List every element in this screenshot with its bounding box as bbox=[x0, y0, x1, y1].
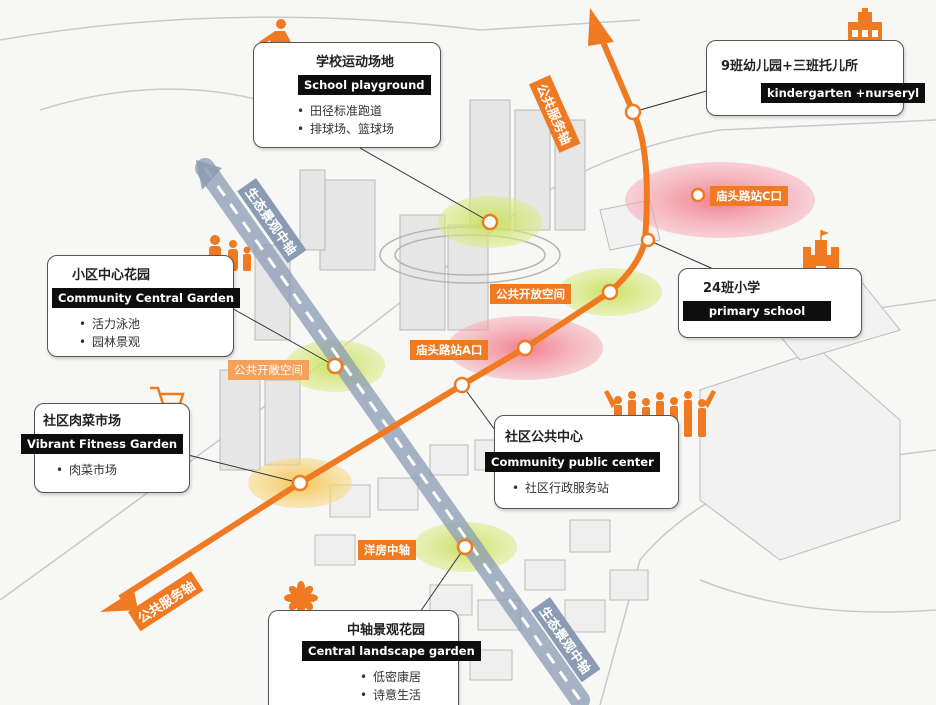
public-center-title: 社区公共中心 bbox=[505, 430, 584, 445]
list-item: 肉菜市场 bbox=[56, 461, 117, 479]
primary-school-title: 24班小学 bbox=[703, 281, 761, 296]
flower-icon bbox=[284, 581, 318, 615]
list-item: 低密康居 bbox=[360, 668, 421, 686]
callout-kindergarten: 9班幼儿园+三班托儿所 kindergarten +nurseryl bbox=[706, 40, 926, 116]
open-space-alt-label: 公共开敞空间 bbox=[228, 360, 309, 380]
school-playground-title: 学校运动场地 bbox=[316, 55, 395, 70]
station-a-label: 庙头路站A口 bbox=[410, 340, 489, 360]
list-item: 园林景观 bbox=[79, 333, 140, 351]
kindergarten-title: 9班幼儿园+三班托儿所 bbox=[721, 59, 858, 74]
callout-community-garden: 小区中心花园 Community Central Garden 活力泳池 园林景… bbox=[47, 255, 241, 357]
public-center-tag: Community public center bbox=[485, 452, 660, 472]
list-item: 社区行政服务站 bbox=[512, 479, 609, 497]
market-tag: Vibrant Fitness Garden bbox=[21, 434, 184, 454]
market-title: 社区肉菜市场 bbox=[43, 414, 122, 429]
callout-primary-school: 24班小学 primary school bbox=[678, 268, 862, 338]
callout-public-center: 社区公共中心 Community public center 社区行政服务站 bbox=[485, 415, 679, 509]
landscape-garden-tag: Central landscape garden bbox=[302, 641, 481, 661]
primary-school-tag: primary school bbox=[683, 301, 831, 321]
list-item: 排球场、篮球场 bbox=[297, 120, 394, 138]
list-item: 诗意生活 bbox=[360, 686, 421, 704]
central-axis-label: 洋房中轴 bbox=[358, 540, 416, 560]
list-item: 田径标准跑道 bbox=[297, 102, 394, 120]
callout-landscape-garden: 中轴景观花园 Central landscape garden 低密康居 诗意生… bbox=[268, 610, 481, 705]
community-garden-title: 小区中心花园 bbox=[72, 268, 151, 283]
community-garden-tag: Community Central Garden bbox=[52, 288, 241, 308]
kindergarten-tag: kindergarten +nurseryl bbox=[761, 83, 926, 103]
open-space-label: 公共开放空间 bbox=[490, 284, 571, 304]
eco-landscape-axis bbox=[195, 158, 590, 705]
leader-lines bbox=[187, 89, 721, 613]
callout-market: 社区肉菜市场 Vibrant Fitness Garden 肉菜市场 bbox=[21, 403, 190, 493]
list-item: 活力泳池 bbox=[79, 315, 140, 333]
landscape-garden-title: 中轴景观花园 bbox=[347, 623, 426, 638]
node-points bbox=[291, 103, 706, 556]
callout-school-playground: 学校运动场地 School playground 田径标准跑道 排球场、篮球场 bbox=[253, 42, 441, 148]
school-playground-tag: School playground bbox=[298, 75, 431, 95]
station-c-label: 庙头路站C口 bbox=[710, 186, 788, 206]
castle-icon bbox=[803, 230, 839, 279]
